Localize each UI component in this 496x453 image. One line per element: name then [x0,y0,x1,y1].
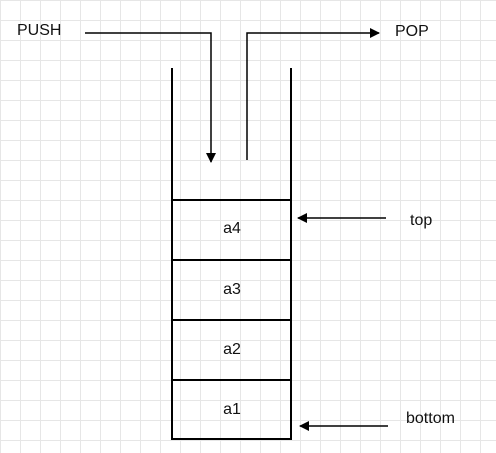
push-arrow [85,32,216,163]
stack-element-a3: a3 [223,281,241,298]
pop-arrow [246,28,380,160]
stack-element-a1: a1 [223,401,241,418]
pop-label: POP [395,23,429,40]
stack-element-a4: a4 [223,220,241,237]
top-label: top [410,212,433,229]
stack-element-a2: a2 [223,341,241,358]
bottom-label: bottom [406,410,455,427]
push-label: PUSH [17,22,62,39]
